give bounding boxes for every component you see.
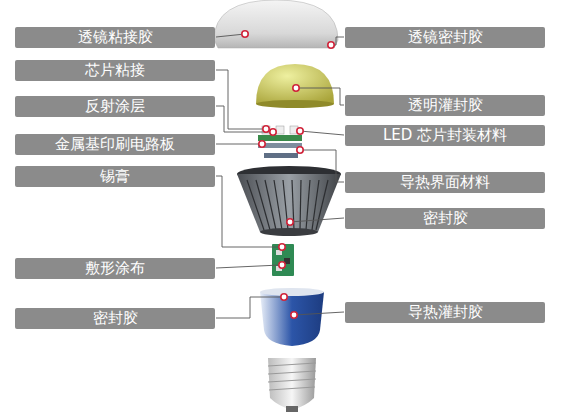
part-label: 芯片粘接 xyxy=(85,61,145,79)
part-label: 锡膏 xyxy=(100,167,130,185)
label-bar: 密封胶 xyxy=(345,208,545,229)
part-label: 金属基印刷电路板 xyxy=(55,135,175,153)
label-bar: 反射涂层 xyxy=(15,96,215,117)
label-bar: 金属基印刷电路板 xyxy=(15,134,215,155)
label-bar: 芯片粘接 xyxy=(15,60,215,81)
part-label: 导热界面材料 xyxy=(400,173,490,191)
part-label: 密封胶 xyxy=(93,309,138,327)
label-bar: 导热界面材料 xyxy=(345,172,545,193)
label-bar: 敷形涂布 xyxy=(15,258,215,279)
part-label: 密封胶 xyxy=(423,209,468,227)
label-bar: 锡膏 xyxy=(15,166,215,187)
part-label: 透镜密封胶 xyxy=(408,28,483,46)
label-bar: 导热灌封胶 xyxy=(345,302,545,323)
label-bar: 密封胶 xyxy=(15,308,215,329)
leader-lines xyxy=(216,34,344,318)
part-label: 导热灌封胶 xyxy=(408,303,483,321)
part-label: 透镜粘接胶 xyxy=(78,28,153,46)
label-bar: 透镜密封胶 xyxy=(345,27,545,48)
marker-dots xyxy=(242,31,334,318)
label-bar: 透明灌封胶 xyxy=(345,95,545,116)
part-label: LED 芯片封装材料 xyxy=(383,126,507,144)
label-bar: 透镜粘接胶 xyxy=(15,27,215,48)
label-bar: LED 芯片封装材料 xyxy=(345,125,545,146)
part-label: 反射涂层 xyxy=(85,97,145,115)
part-label: 透明灌封胶 xyxy=(408,96,483,114)
part-label: 敷形涂布 xyxy=(85,259,145,277)
